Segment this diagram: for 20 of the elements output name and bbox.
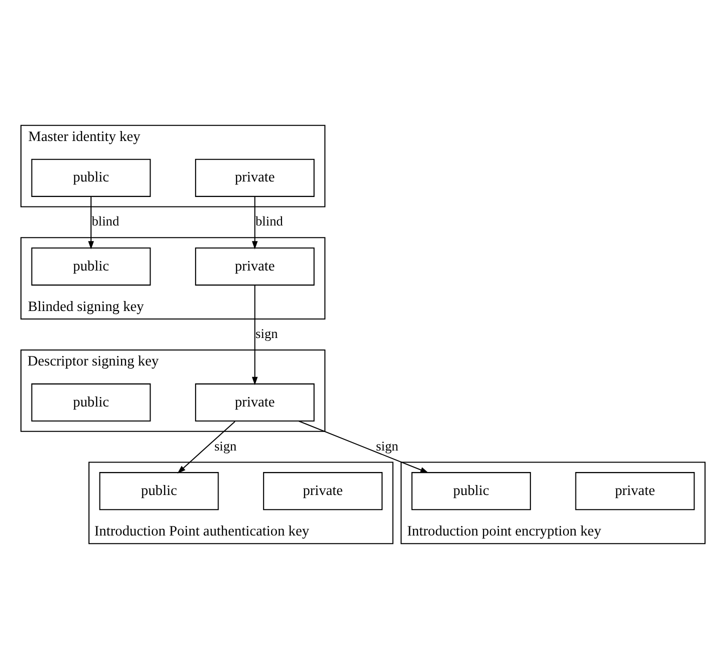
node-box: private (195, 158, 315, 197)
arrow (298, 420, 429, 474)
node-box: public (411, 472, 531, 510)
edge-label: sign (256, 326, 278, 342)
edge-label: blind (92, 214, 120, 229)
node-box: public (31, 247, 151, 286)
node-box: private (575, 472, 695, 510)
node-box: public (31, 383, 151, 422)
node-box: private (195, 247, 315, 286)
arrow (88, 196, 94, 250)
arrow (252, 285, 258, 386)
arrow (252, 196, 258, 250)
edge-label: blind (256, 214, 283, 229)
edge-label: sign (214, 438, 237, 454)
edge-label: sign (376, 438, 398, 454)
node-box: public (31, 158, 151, 197)
node-box: private (263, 472, 383, 510)
arrow (177, 421, 236, 474)
node-box: public (99, 472, 219, 510)
node-box: private (195, 383, 315, 422)
